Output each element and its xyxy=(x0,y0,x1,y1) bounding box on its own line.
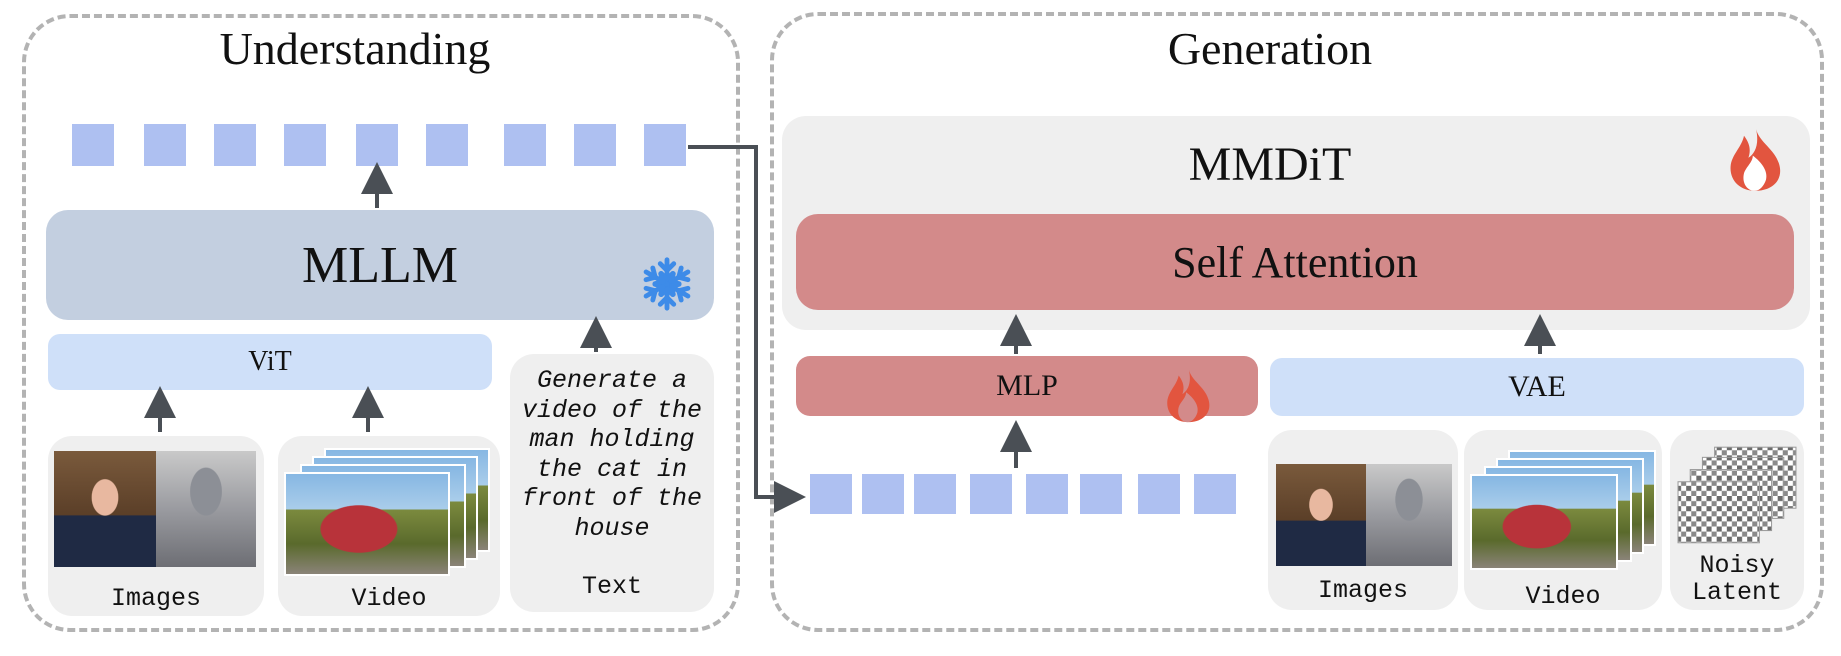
noisy-latent-caption: Noisy Latent xyxy=(1670,552,1804,612)
noisy-latent-line: Noisy xyxy=(1699,551,1775,580)
vit-label: ViT xyxy=(248,346,292,377)
input-token xyxy=(1194,474,1236,514)
output-token xyxy=(72,124,114,166)
output-token xyxy=(144,124,186,166)
output-token xyxy=(644,124,686,166)
text-prompt: Generate a video of the man holding the … xyxy=(510,366,714,546)
flame-icon xyxy=(1730,129,1781,191)
noisy-latent-line: Latent xyxy=(1691,578,1782,607)
prompt-line: house xyxy=(574,513,650,543)
flame-icon xyxy=(1167,369,1210,423)
input-token xyxy=(810,474,852,514)
input-token xyxy=(970,474,1012,514)
input-token xyxy=(914,474,956,514)
generation-panel xyxy=(770,12,1824,632)
understanding-panel xyxy=(22,14,740,632)
output-token xyxy=(356,124,398,166)
video-frame xyxy=(1470,474,1618,570)
portrait-image xyxy=(54,451,156,567)
mllm-block: MLLM xyxy=(46,210,714,320)
snowflake-icon xyxy=(638,257,696,313)
mmdit-label: MMDiT xyxy=(1188,137,1352,191)
video-frame xyxy=(284,472,450,576)
output-token xyxy=(214,124,256,166)
cat-image xyxy=(156,451,256,567)
images-caption: Images xyxy=(110,584,201,613)
vae-label: VAE xyxy=(1508,370,1566,403)
vae-block: VAE xyxy=(1270,358,1804,416)
portrait-image xyxy=(1276,464,1366,566)
gen-video-caption: Video xyxy=(1525,582,1601,611)
self-attention-label: Self Attention xyxy=(1172,237,1418,287)
input-token xyxy=(862,474,904,514)
self-attention-block: Self Attention xyxy=(796,214,1794,310)
text-caption: Text xyxy=(581,572,642,601)
prompt-line: man holding xyxy=(529,425,695,454)
mllm-label: MLLM xyxy=(302,236,458,294)
prompt-line: video of the xyxy=(521,395,703,425)
output-token xyxy=(284,124,326,166)
output-token xyxy=(426,124,468,166)
mlp-label: MLP xyxy=(996,369,1058,402)
noisy-latent-image xyxy=(1677,446,1797,544)
vit-block: ViT xyxy=(48,334,492,390)
prompt-line: Generate a xyxy=(536,366,688,395)
prompt-line: the cat in xyxy=(536,454,688,484)
understanding-title: Understanding xyxy=(219,23,491,74)
input-token xyxy=(1026,474,1068,514)
gen-images-caption: Images xyxy=(1317,576,1408,605)
text-input-card xyxy=(510,354,714,612)
video-caption: Video xyxy=(351,584,427,613)
cat-image xyxy=(1366,464,1452,566)
input-token xyxy=(1138,474,1180,514)
output-token xyxy=(574,124,616,166)
arrow-tokens-to-mlp-input xyxy=(688,145,806,513)
generation-title: Generation xyxy=(1167,23,1373,74)
input-token xyxy=(1080,474,1122,514)
prompt-line: front of the xyxy=(521,484,703,513)
output-token xyxy=(504,124,546,166)
